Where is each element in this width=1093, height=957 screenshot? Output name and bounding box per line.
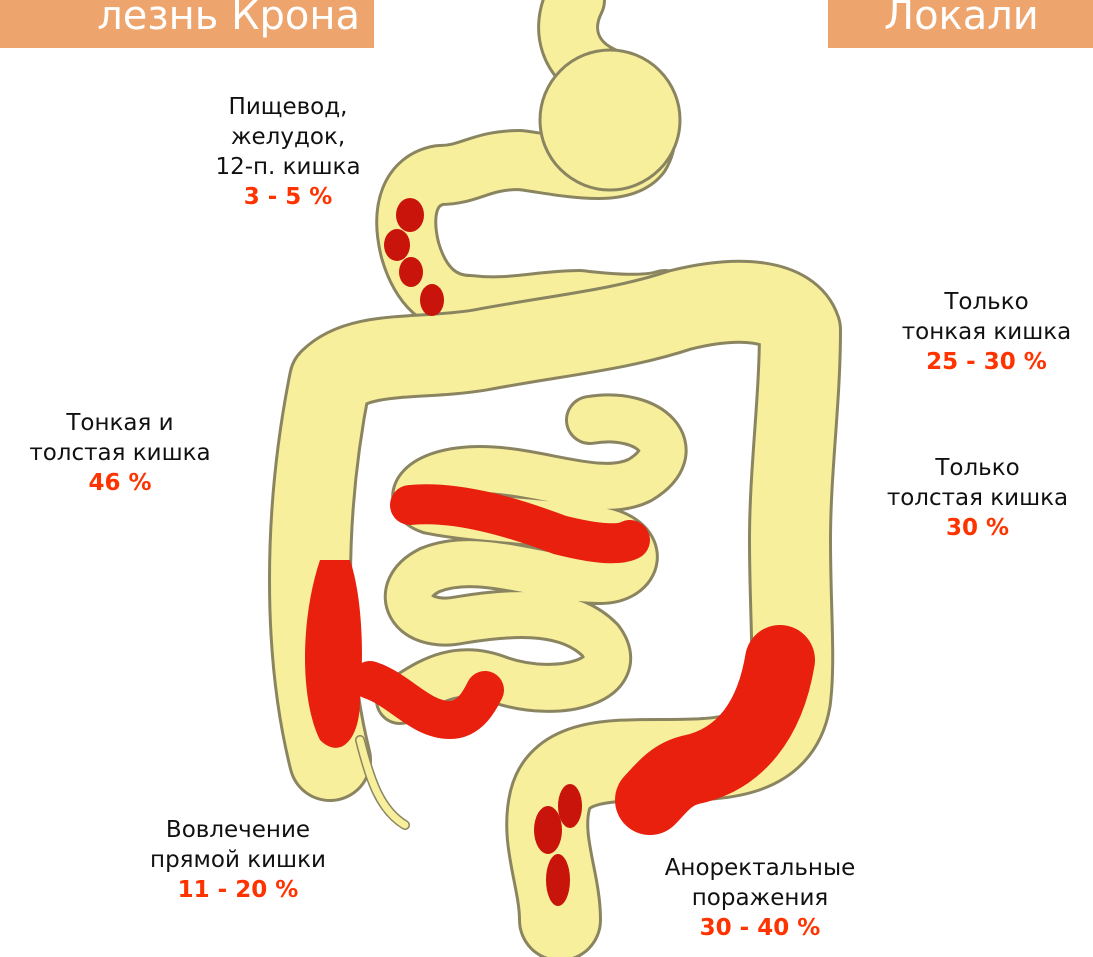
label-line: Пищевод, [198, 92, 378, 122]
label-rectum: Вовлечение прямой кишки 11 - 20 % [138, 815, 338, 905]
label-small-only: Только тонкая кишка 25 - 30 % [880, 287, 1093, 377]
label-anorectal: Аноректальные поражения 30 - 40 % [660, 853, 860, 943]
upper-gi-organ [406, 0, 680, 306]
label-line: желудок, [198, 122, 378, 152]
label-percent: 30 - 40 % [660, 913, 860, 943]
label-large-only: Только толстая кишка 30 % [870, 453, 1085, 543]
label-line: толстая кишка [870, 483, 1085, 513]
label-line: Тонкая и [20, 408, 220, 438]
label-line: Аноректальные [660, 853, 860, 883]
label-line: 12-п. кишка [198, 152, 378, 182]
label-upper-gi: Пищевод, желудок, 12-п. кишка 3 - 5 % [198, 92, 378, 212]
label-small-and-large: Тонкая и толстая кишка 46 % [20, 408, 220, 498]
label-line: толстая кишка [20, 438, 220, 468]
label-line: тонкая кишка [880, 317, 1093, 347]
label-line: поражения [660, 883, 860, 913]
label-line: Вовлечение [138, 815, 338, 845]
label-line: Только [870, 453, 1085, 483]
label-percent: 46 % [20, 468, 220, 498]
label-percent: 3 - 5 % [198, 182, 378, 212]
label-percent: 30 % [870, 513, 1085, 543]
label-percent: 25 - 30 % [880, 347, 1093, 377]
label-percent: 11 - 20 % [138, 875, 338, 905]
label-line: прямой кишки [138, 845, 338, 875]
label-line: Только [880, 287, 1093, 317]
